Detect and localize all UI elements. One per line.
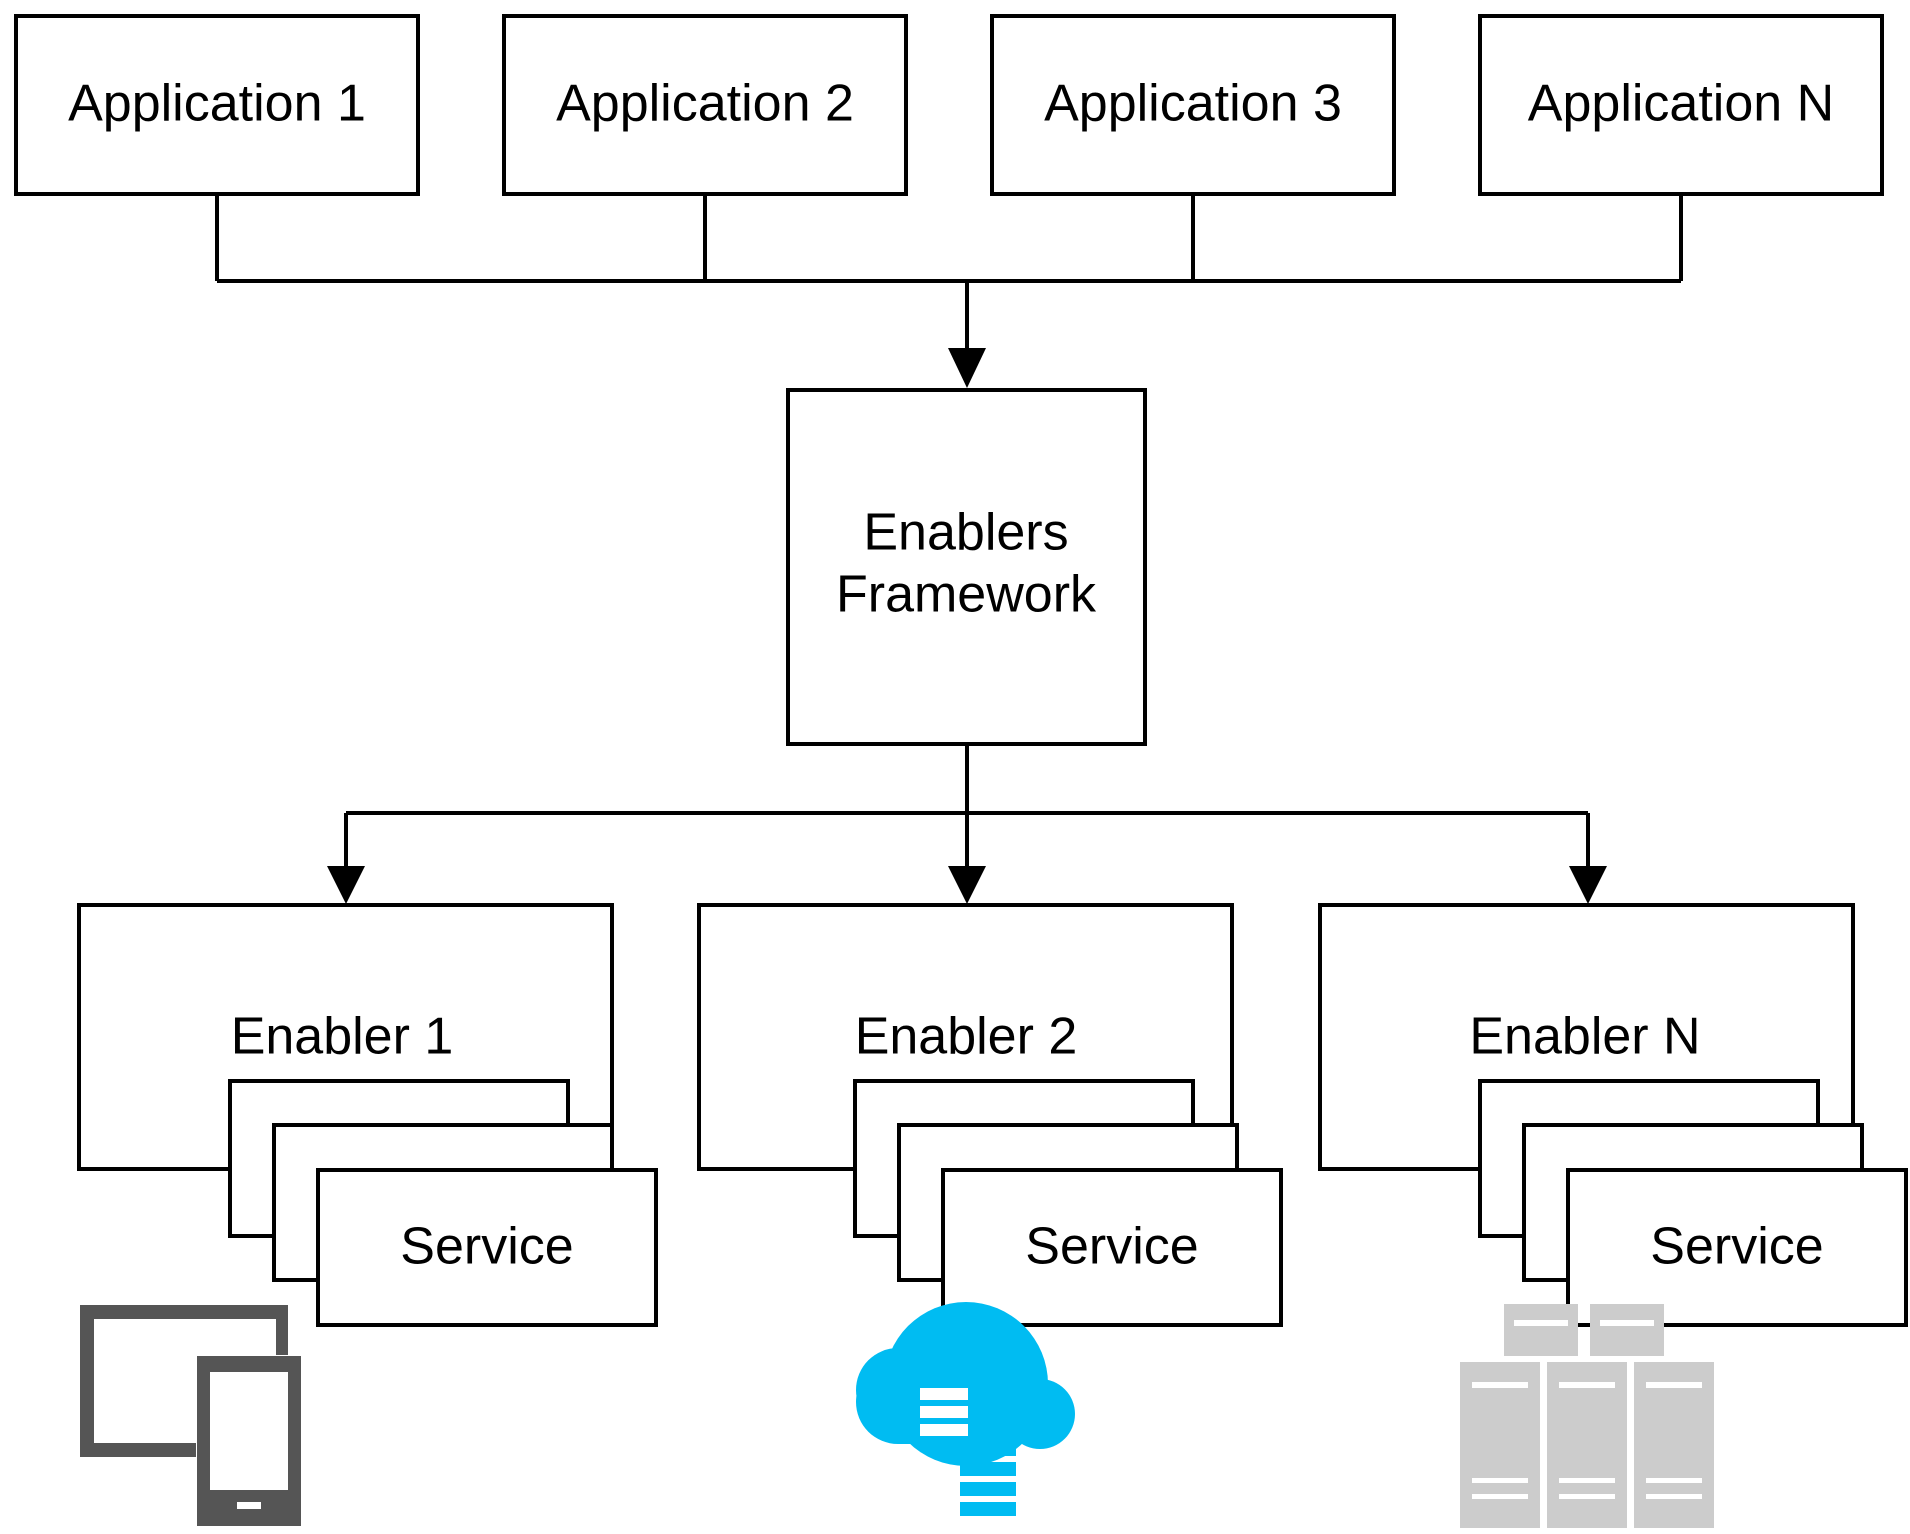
arrow-to-enabler-1 [327, 866, 365, 904]
service-label: Service [400, 1218, 573, 1276]
devices-icon [80, 1305, 301, 1526]
application-label: Application 3 [1044, 75, 1342, 133]
enabler-box-n: Enabler N Service [1318, 903, 1908, 1327]
application-label: Application 2 [556, 75, 854, 133]
server-rack-icon [1460, 1304, 1714, 1528]
service-card-front: Service [316, 1168, 658, 1327]
arrow-to-enabler-n [1569, 866, 1607, 904]
service-card-front: Service [941, 1168, 1283, 1327]
applications-connector [215, 194, 1683, 283]
enabler-label: Enabler N [1469, 1008, 1700, 1066]
framework-label-line1: Enablers [863, 504, 1068, 562]
enabler-label: Enabler 1 [231, 1008, 454, 1066]
enabler-box-1: Enabler 1 Service [77, 903, 658, 1327]
application-box-2: Application 2 [502, 14, 908, 196]
application-box-1: Application 1 [14, 14, 420, 196]
service-label: Service [1650, 1218, 1823, 1276]
application-label: Application N [1528, 75, 1834, 133]
arrow-to-framework [948, 281, 986, 388]
framework-label-line2: Framework [836, 566, 1097, 624]
enablers-framework-box: Enablers Framework [786, 388, 1147, 746]
framework-connector [327, 744, 1607, 904]
cloud-storage-icon [856, 1302, 1075, 1516]
service-card-front: Service [1566, 1168, 1908, 1327]
enabler-box-2: Enabler 2 Service [697, 903, 1283, 1327]
application-box-n: Application N [1478, 14, 1884, 196]
enabler-label: Enabler 2 [855, 1008, 1078, 1066]
service-label: Service [1025, 1218, 1198, 1276]
application-label: Application 1 [68, 75, 366, 133]
arrow-to-enabler-2 [948, 866, 986, 904]
application-box-3: Application 3 [990, 14, 1396, 196]
